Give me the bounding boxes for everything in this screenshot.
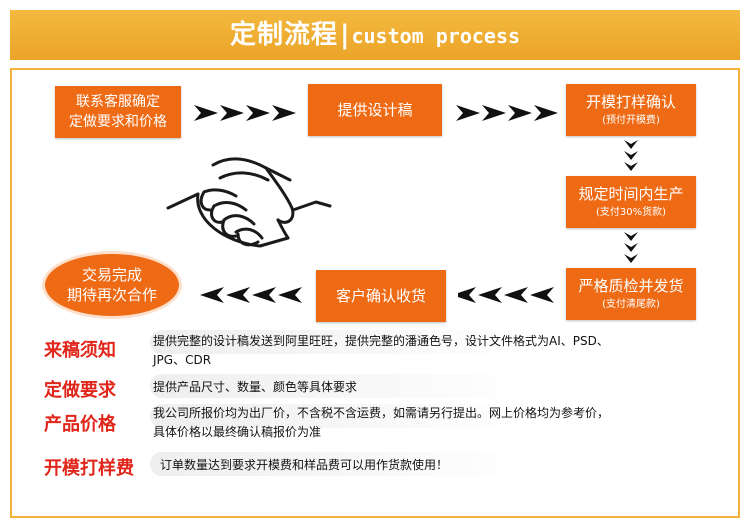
step-customer-receive: 客户确认收货 [316,270,446,322]
note-text-price: 我公司所报价均为出厂价，不含税不含运费，如需请另行提出。网上价格均为参考价， 具… [153,404,723,442]
step-done-line2: 期待再次合作 [66,286,157,304]
step-deal-complete: 交易完成 期待再次合作 [45,254,179,316]
note-text-line: 我公司所报价均为出厂价，不含税不含运费，如需请另行提出。网上价格均为参考价， [153,406,610,420]
note-highlight [150,330,530,354]
process-frame [10,68,740,518]
step-receive-label: 客户确认收货 [335,287,426,305]
step-contact-line2: 定做要求和价格 [69,114,167,130]
title-en: custom process [351,24,521,48]
step-ship-note: (支付清尾款) [602,299,660,310]
step-done-line1: 交易完成 [81,266,142,284]
step-sample-note: (预付开模费) [602,115,660,126]
title-banner: 定制流程|custom process [10,10,740,60]
down-arrows-icon [624,232,638,263]
step-produce-label: 规定时间内生产 [578,185,684,203]
note-text-line: 提供产品尺寸、数量、颜色等具体要求 [153,380,358,394]
page-title: 定制流程|custom process [10,10,740,60]
note-text-submission: 提供完整的设计稿发送到阿里旺旺，提供完整的潘通色号，设计文件格式为AI、PSD、… [153,332,713,370]
step-inspect-ship: 严格质检并发货 (支付清尾款) [566,268,696,320]
down-arrows-icon [624,140,638,171]
step-contact-line1: 联系客服确定 [76,94,160,110]
step-sample-label: 开模打样确认 [585,93,676,111]
step-provide-design: 提供设计稿 [308,84,442,136]
note-text-line: 具体价格以最终确认稿报价为准 [153,425,322,439]
note-text-mold-fee: 订单数量达到要求开模费和样品费可以用作货款使用！ [160,456,720,475]
right-arrows-icon [456,105,558,121]
note-text-line: 提供完整的设计稿发送到阿里旺旺，提供完整的潘通色号，设计文件格式为AI、PSD、 [153,334,609,348]
note-text-requirements: 提供产品尺寸、数量、颜色等具体要求 [153,378,713,397]
left-arrows-icon [458,287,554,303]
step-contact-service: 联系客服确定 定做要求和价格 [55,86,181,138]
note-highlight [150,452,530,476]
note-label-price: 产品价格 [44,414,116,435]
right-arrows-icon [194,105,296,121]
title-separator: | [339,20,350,50]
step-sample-confirm: 开模打样确认 (预付开模费) [566,84,696,136]
handshake-icon [166,157,332,248]
note-label-mold-fee: 开模打样费 [44,458,134,479]
note-label-submission: 来稿须知 [44,340,116,361]
note-text-line: 订单数量达到要求开模费和样品费可以用作货款使用！ [160,458,449,472]
left-arrows-icon [200,287,302,303]
title-cn: 定制流程 [229,20,338,50]
note-highlight [150,374,530,398]
step-ship-label: 严格质检并发货 [578,277,684,295]
step-produce-note: (支付30%货款) [595,207,667,218]
step-design-label: 提供设计稿 [337,101,413,119]
note-label-requirements: 定做要求 [44,380,116,401]
note-text-line: JPG、CDR [153,353,212,367]
note-highlight [150,404,530,428]
step-production: 规定时间内生产 (支付30%货款) [566,176,696,228]
